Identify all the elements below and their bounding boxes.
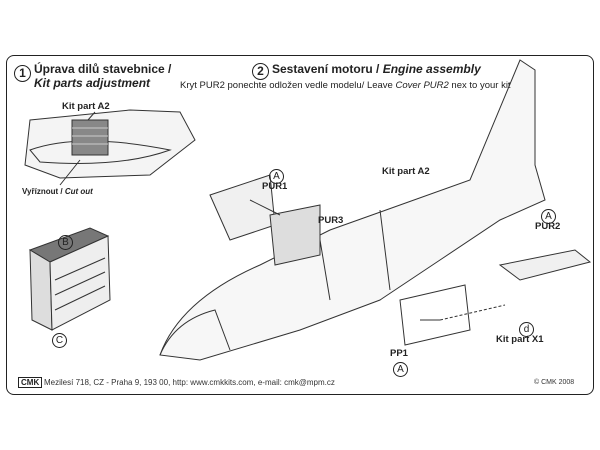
step1-wing-drawing xyxy=(24,109,196,186)
cmk-logo: CMK xyxy=(18,377,43,388)
cut-out-en: Cut out xyxy=(64,187,93,196)
pur2-letter: A xyxy=(541,206,556,224)
step2-title-cz: Sestavení motoru / xyxy=(272,62,383,76)
x1-letter: d xyxy=(519,319,534,337)
step1-kit-part-label: Kit part A2 xyxy=(62,101,110,112)
pur3-label: PUR3 xyxy=(318,215,344,226)
step1-title-cz: Úprava dilů stavebnice / xyxy=(34,62,172,76)
pur1-letter: A xyxy=(269,166,284,184)
cut-out-label: Vyříznout / Cut out xyxy=(22,187,93,196)
footer-address: Mezilesí 718, CZ - Praha 9, 193 00, http… xyxy=(44,378,335,387)
step2-title: Sestavení motoru / Engine assembly xyxy=(272,62,481,76)
note-em: Cover PUR2 xyxy=(395,80,449,91)
step1-title-en: Kit parts adjustment xyxy=(34,76,151,90)
pur2-label: PUR2 xyxy=(535,221,561,232)
footer-copyright: © CMK 2008 xyxy=(534,379,575,386)
step1-number-badge: 1 xyxy=(14,65,31,82)
note-part: Kryt PUR2 ponechte odložen vedle modelu/… xyxy=(180,80,396,91)
note-part: nex to your kit xyxy=(448,80,511,91)
kit-part-x1-label: Kit part X1 xyxy=(496,334,544,345)
pur1-label: PUR1 xyxy=(262,181,288,192)
instruction-frame xyxy=(6,55,594,395)
kit-part-a2-label: Kit part A2 xyxy=(382,166,430,177)
label-b: B xyxy=(58,232,73,250)
pp1-letter: A xyxy=(393,359,408,377)
label-c: C xyxy=(52,330,67,348)
step2-title-en: Engine assembly xyxy=(382,62,481,76)
step2-fuselage xyxy=(159,59,592,361)
pp1-label: PP1 xyxy=(390,348,408,359)
cut-out-cz: Vyříznout / xyxy=(22,187,65,196)
step2-number-badge: 2 xyxy=(252,63,269,80)
step2-note: Kryt PUR2 ponechte odložen vedle modelu/… xyxy=(180,80,511,91)
